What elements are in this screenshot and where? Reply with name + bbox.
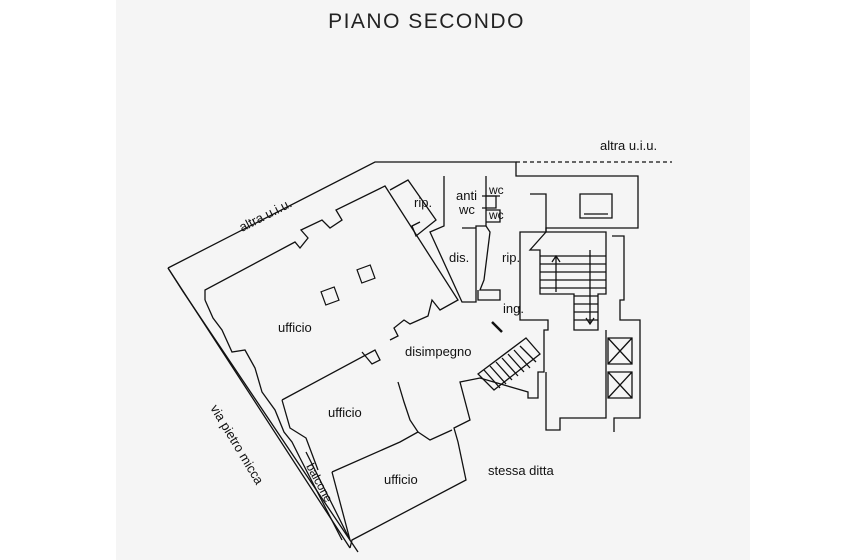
floor-title: PIANO SECONDO — [328, 10, 525, 33]
rip-1-wall — [389, 179, 437, 238]
stair-treads — [540, 255, 606, 321]
label-wc-anti: wc — [458, 202, 475, 217]
left-wall-notches — [204, 299, 301, 459]
label-wc-2: wc — [488, 208, 504, 222]
label-anti: anti — [456, 188, 477, 203]
drawing-sheet — [116, 0, 750, 560]
ufficio-1-wall — [204, 185, 459, 341]
label-altra-uiu-left: altra u.i.u. — [237, 195, 295, 234]
right-column — [545, 235, 641, 432]
stair-frame — [528, 193, 607, 331]
facade-inner — [181, 289, 359, 553]
ufficio-2-wall — [281, 349, 381, 471]
entrance-door — [491, 321, 503, 333]
label-disimpegno: disimpegno — [405, 344, 472, 359]
lift-top — [579, 193, 613, 219]
lower-stair-treads — [483, 345, 537, 389]
column-2 — [356, 264, 376, 284]
label-ufficio-1: ufficio — [278, 320, 312, 335]
lower-stair — [477, 337, 541, 391]
label-via-pietro-micca: via pietro micca — [207, 402, 267, 488]
stair-arrows — [551, 250, 595, 326]
balcony-strip — [299, 451, 351, 541]
wc-fixture — [482, 195, 497, 209]
label-altra-uiu-top: altra u.i.u. — [600, 138, 657, 153]
label-ufficio-3: ufficio — [384, 472, 418, 487]
label-ing: ing. — [503, 301, 524, 316]
label-rip-1: rip. — [414, 195, 432, 210]
label-dis: dis. — [449, 250, 469, 265]
left-boundary — [167, 267, 183, 291]
label-ufficio-2: ufficio — [328, 405, 362, 420]
label-wc-1: wc — [488, 183, 504, 197]
label-stessa-ditta: stessa ditta — [488, 463, 555, 478]
ufficio-3-wall — [331, 429, 453, 541]
rip-2-wall — [477, 225, 501, 301]
ufficio-2-right — [331, 381, 419, 473]
label-rip-2: rip. — [502, 250, 520, 265]
column-1 — [320, 286, 340, 306]
outer-wall — [167, 161, 639, 549]
lift-shafts — [607, 337, 633, 399]
